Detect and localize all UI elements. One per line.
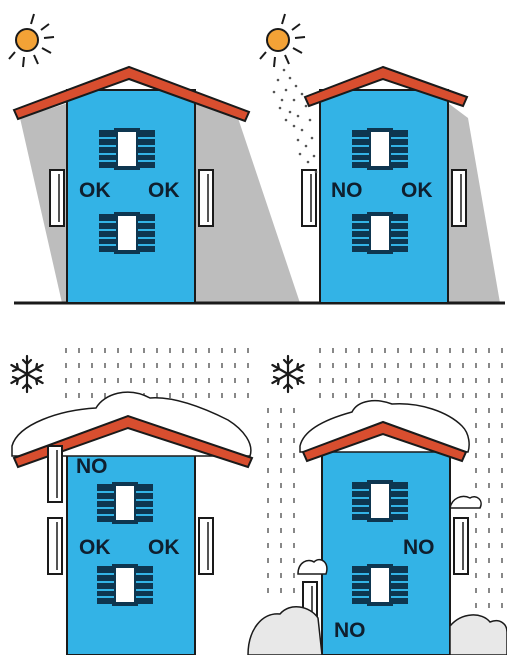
label-mid-right: OK bbox=[148, 179, 180, 202]
window-lower bbox=[352, 566, 408, 604]
snowflake-icon bbox=[272, 356, 303, 392]
wall-unit-right bbox=[199, 170, 213, 226]
window-upper bbox=[99, 130, 155, 168]
label-top: NO bbox=[76, 455, 108, 478]
window-lower bbox=[352, 214, 408, 252]
snow-on-unit-right bbox=[450, 496, 481, 508]
label-mid-left: OK bbox=[79, 536, 111, 559]
scene-sun-rain: NO OK bbox=[260, 14, 505, 303]
window-upper bbox=[352, 130, 408, 168]
label-mid-right: NO bbox=[403, 536, 435, 559]
wall-unit-right bbox=[452, 170, 466, 226]
label-mid-left: OK bbox=[79, 179, 111, 202]
wall-unit-right bbox=[454, 518, 468, 574]
scene-snow: NO OK OK bbox=[11, 348, 252, 655]
wall-unit-left bbox=[48, 518, 62, 574]
snow-on-unit-left bbox=[298, 560, 327, 574]
wall-unit-right bbox=[199, 518, 213, 574]
label-mid-right: OK bbox=[148, 536, 180, 559]
snow-dots bbox=[66, 348, 248, 398]
scene-snow-drifts: NO NO bbox=[248, 348, 507, 655]
snow-drift-right bbox=[450, 615, 507, 655]
wall-unit-left bbox=[50, 170, 64, 226]
window-lower bbox=[97, 566, 153, 604]
label-bottom-left: NO bbox=[334, 619, 366, 642]
window-upper bbox=[352, 482, 408, 520]
sun-icon bbox=[9, 14, 54, 67]
sun-rain-icon bbox=[260, 14, 305, 67]
window-upper bbox=[97, 484, 153, 522]
window-lower bbox=[99, 214, 155, 252]
label-mid-left: NO bbox=[331, 179, 363, 202]
rain-drops bbox=[273, 69, 318, 174]
label-mid-right: OK bbox=[401, 179, 433, 202]
wall-unit-upper-left bbox=[48, 446, 62, 502]
wall-unit-left bbox=[302, 170, 316, 226]
snow-drift-left bbox=[248, 607, 322, 655]
snowflake-icon bbox=[11, 356, 42, 392]
